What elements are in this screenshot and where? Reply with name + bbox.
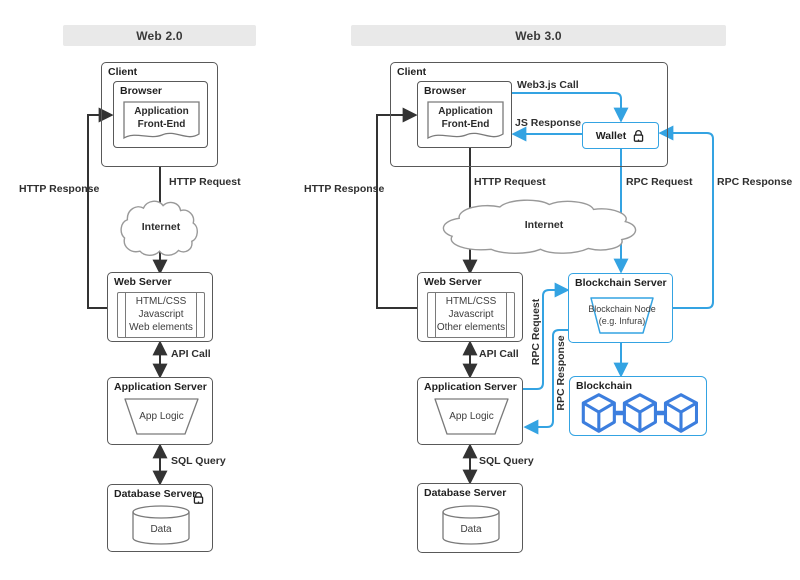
- label-http-request-web3: HTTP Request: [474, 176, 546, 188]
- blockchain-node-label: Blockchain Node (e.g. Infura): [588, 304, 656, 326]
- label-web3js-call: Web3.js Call: [517, 79, 579, 91]
- client-box-web2: Client Browser Application Front-End: [101, 62, 218, 167]
- lock-icon: [192, 491, 205, 505]
- label-js-response: JS Response: [515, 117, 581, 129]
- web-server-label-web2: Web Server: [114, 276, 172, 288]
- app-logic-web2: App Logic: [122, 398, 201, 436]
- document-shape: [427, 101, 504, 140]
- browser-box-web2: Browser Application Front-End: [113, 81, 208, 148]
- header-web3-label: Web 3.0: [515, 28, 562, 43]
- label-rpc-request-top: RPC Request: [626, 176, 693, 188]
- trapezoid-shape: [590, 297, 654, 334]
- label-http-response-web3: HTTP Response: [304, 183, 385, 195]
- header-web3: Web 3.0: [351, 25, 726, 46]
- lock-icon: [632, 129, 645, 143]
- data-cylinder-web3: Data: [442, 504, 500, 546]
- app-front-end-web2: Application Front-End: [123, 101, 200, 146]
- app-logic-label-web2: App Logic: [139, 411, 184, 422]
- label-http-request-web2: HTTP Request: [169, 176, 241, 188]
- blockchain-server-box: Blockchain Server Blockchain Node (e.g. …: [568, 273, 673, 343]
- label-api-call-web3: API Call: [479, 348, 519, 360]
- blockchain-server-label: Blockchain Server: [575, 277, 667, 289]
- component-shape-web2: HTML/CSS Javascript Web elements: [117, 292, 205, 338]
- browser-label-web3: Browser: [424, 85, 467, 97]
- wallet-label: Wallet: [595, 129, 627, 142]
- web-server-contents-web3: HTML/CSS Javascript Other elements: [436, 296, 506, 333]
- app-front-end-label-web3: Application Front-End: [438, 106, 493, 130]
- component-shape-web3: HTML/CSS Javascript Other elements: [427, 292, 515, 338]
- application-server-label-web3: Application Server: [424, 381, 517, 393]
- web-server-label-web3: Web Server: [424, 276, 482, 288]
- arrow-rpc-response-node-to-app: [523, 329, 568, 435]
- blockchain-box: Blockchain: [569, 376, 707, 436]
- web-server-contents-web2: HTML/CSS Javascript Web elements: [129, 296, 193, 333]
- wallet-box: Wallet: [582, 122, 659, 149]
- label-http-response-web2: HTTP Response: [19, 183, 100, 195]
- label-rpc-response-right: RPC Response: [717, 176, 793, 188]
- arrow-rpc-request-app-to-node: [523, 282, 570, 390]
- blockchain-label: Blockchain: [576, 380, 633, 392]
- app-logic-web3: App Logic: [432, 398, 511, 436]
- cube-chain-icon: [580, 392, 698, 434]
- database-server-box-web3: Database Server Data: [417, 483, 523, 553]
- app-front-end-label-web2: Application Front-End: [134, 106, 189, 130]
- arrow-http-response-web3: [376, 107, 418, 309]
- trapezoid-shape: [434, 398, 509, 435]
- app-logic-label-web3: App Logic: [449, 411, 494, 422]
- label-rpc-request-vertical: RPC Request: [530, 298, 542, 366]
- label-internet-web2: Internet: [141, 221, 181, 233]
- label-sql-query-web2: SQL Query: [171, 455, 226, 467]
- label-api-call-web2: API Call: [171, 348, 211, 360]
- database-server-box-web2: Database Server Data: [107, 484, 213, 552]
- client-box-web3: Client Browser Application Front-End Wal…: [390, 62, 668, 167]
- data-cylinder-web2: Data: [132, 504, 190, 546]
- arrow-web3js-call: [511, 92, 629, 123]
- trapezoid-shape: [124, 398, 199, 435]
- application-server-box-web2: Application Server App Logic: [107, 377, 213, 445]
- blockchain-node: Blockchain Node (e.g. Infura): [588, 297, 656, 335]
- label-internet-web3: Internet: [524, 219, 564, 231]
- browser-label-web2: Browser: [120, 85, 163, 97]
- component-bar-right: [196, 293, 197, 337]
- browser-box-web3: Browser Application Front-End: [417, 81, 512, 148]
- component-bar-right: [506, 293, 507, 337]
- header-web2: Web 2.0: [63, 25, 256, 46]
- header-web2-label: Web 2.0: [136, 28, 183, 43]
- label-rpc-response-vertical: RPC Response: [555, 335, 567, 411]
- component-bar-left: [435, 293, 436, 337]
- web-server-box-web2: Web Server HTML/CSS Javascript Web eleme…: [107, 272, 213, 342]
- web-server-box-web3: Web Server HTML/CSS Javascript Other ele…: [417, 272, 523, 342]
- document-shape: [123, 101, 200, 140]
- application-server-box-web3: Application Server App Logic: [417, 377, 523, 445]
- data-label-web3: Data: [460, 524, 482, 535]
- client-label-web3: Client: [397, 66, 427, 78]
- arrow-rpc-response-node-to-wallet: [658, 125, 714, 309]
- app-front-end-web3: Application Front-End: [427, 101, 504, 146]
- client-label-web2: Client: [108, 66, 138, 78]
- data-label-web2: Data: [150, 524, 172, 535]
- cylinder-shape: [132, 505, 190, 545]
- application-server-label-web2: Application Server: [114, 381, 207, 393]
- label-sql-query-web3: SQL Query: [479, 455, 534, 467]
- cylinder-shape: [442, 505, 500, 545]
- arrow-http-response-web2: [87, 107, 114, 309]
- database-server-label-web3: Database Server: [424, 487, 507, 499]
- database-server-label-web2: Database Server: [114, 488, 197, 500]
- component-bar-left: [125, 293, 126, 337]
